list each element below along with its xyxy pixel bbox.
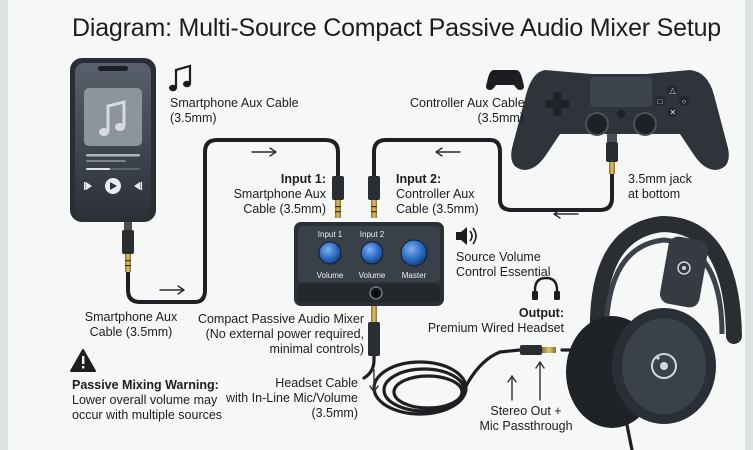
controller-cable (372, 138, 614, 212)
controller: △ ○ □ ✕ (511, 70, 729, 174)
headset-plug (520, 345, 556, 355)
output-plug (368, 306, 380, 356)
knob-label-master: Master (401, 271, 427, 280)
master-knob (401, 240, 427, 266)
music-note-icon (169, 64, 192, 92)
page-title: Diagram: Multi-Source Compact Passive Au… (72, 14, 721, 42)
knob-label-input2: Input 2 (359, 230, 385, 239)
mixer-device (294, 222, 444, 306)
svg-text:△: △ (670, 86, 677, 95)
headset-logo (651, 353, 677, 379)
input1-plug (332, 176, 344, 218)
knob-label-input1: Input 1 (317, 230, 343, 239)
headset-logo-top (677, 261, 691, 275)
speaker-icon (456, 227, 477, 245)
input1-knob (319, 242, 341, 264)
input1-label: Input 1: Smartphone Aux Cable (3.5mm) (233, 172, 326, 216)
headset (566, 215, 742, 428)
media-controls (84, 178, 143, 194)
gamepad-icon (486, 70, 524, 90)
headset-cable-label: Headset Cable with In-Line Mic/Volume (3… (225, 376, 358, 420)
smartphone-plug (122, 222, 134, 272)
controller-jack-note: 3.5mm jack at bottom (628, 172, 692, 201)
controller-plug (606, 134, 618, 174)
knob-label-volume-2: Volume (358, 271, 386, 280)
music-note-icon (99, 100, 126, 136)
smartphone (70, 58, 156, 272)
smartphone-cable (126, 138, 340, 304)
right-margin (745, 0, 753, 450)
dpad (545, 92, 569, 116)
album-art (84, 88, 142, 146)
svg-text:✕: ✕ (670, 108, 677, 117)
warning-note: Passive Mixing Warning: Lower overall vo… (72, 378, 223, 422)
mixer-name-label: Compact Passive Audio Mixer (No external… (197, 312, 364, 356)
volume-note: Source Volume Control Essential (456, 250, 551, 279)
svg-text:□: □ (658, 97, 663, 106)
controller-cable-label: Controller Aux Cable (3.5mm) (410, 96, 525, 125)
input2-knob (361, 242, 383, 264)
face-buttons: △ ○ □ ✕ (655, 85, 689, 117)
warning-icon (70, 349, 96, 372)
smartphone-cable-label: Smartphone Aux Cable (3.5mm) (170, 96, 299, 125)
input2-plug (368, 176, 380, 218)
knob-label-volume-1: Volume (316, 271, 344, 280)
stereo-out-label: Stereo Out + Mic Passthrough (479, 404, 573, 433)
left-margin (0, 0, 8, 450)
headphones-icon (532, 276, 560, 300)
input2-label: Input 2: Controller Aux Cable (3.5mm) (396, 172, 479, 216)
output-label: Output: Premium Wired Headset (427, 306, 564, 335)
svg-text:○: ○ (682, 97, 687, 106)
smartphone-cable-bottom-label: Smartphone Aux Cable (3.5mm) (84, 310, 178, 339)
